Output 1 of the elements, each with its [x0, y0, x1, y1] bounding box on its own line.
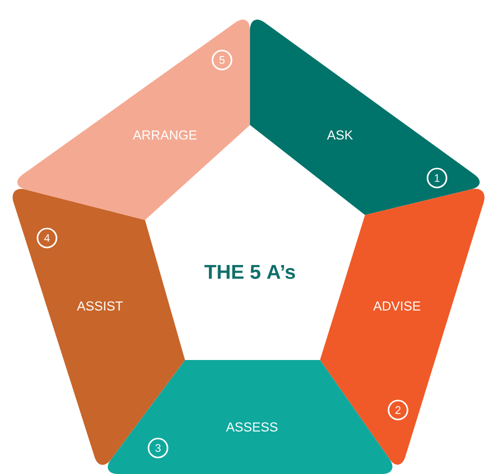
title: THE 5 A’s: [204, 265, 295, 279]
